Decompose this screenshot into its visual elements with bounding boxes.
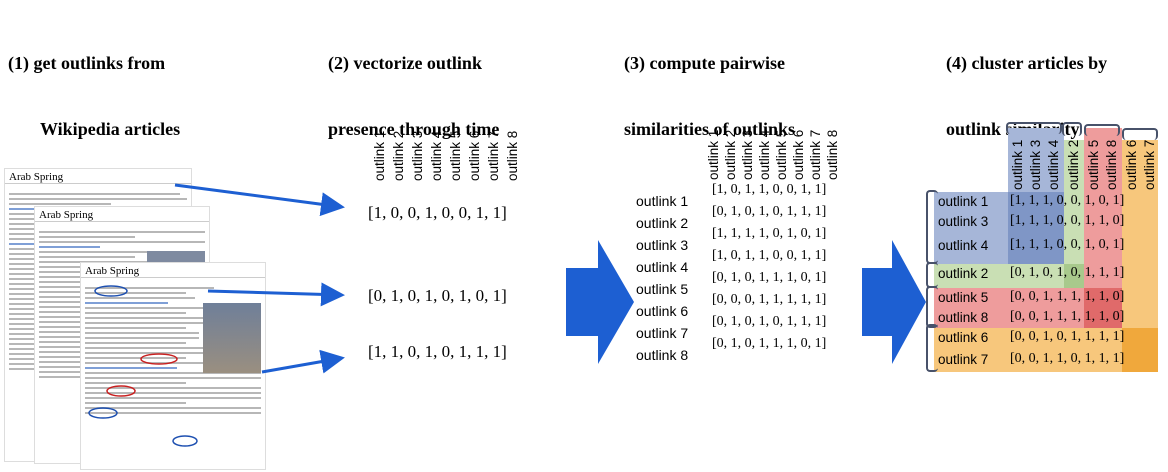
vector-header-outlink-8: outlink 8: [505, 130, 520, 181]
vector-header-outlink-4: outlink 4: [429, 130, 444, 181]
matrix-row-label: outlink 7: [636, 325, 689, 341]
arrow-1: [174, 183, 345, 217]
cluster-header-col-6: outlink 8: [1104, 139, 1119, 190]
bracket-col-blue: [1006, 122, 1062, 134]
cluster-core-orange: [1122, 328, 1158, 372]
matrix-row: [0, 1, 0, 1, 1, 1, 0, 1]: [712, 270, 827, 285]
matrix-row: [0, 1, 0, 1, 1, 1, 0, 1]: [712, 336, 827, 351]
step-1-title-line2: Wikipedia articles: [40, 119, 181, 139]
bracket-row-red: [926, 286, 938, 328]
cluster-row-orange: [934, 328, 1158, 372]
cluster-header-col-2: outlink 3: [1028, 139, 1043, 190]
wiki-article-title: Arab Spring: [81, 263, 265, 278]
matrix-row: [0, 1, 0, 1, 0, 1, 1, 1]: [712, 204, 827, 219]
bracket-row-green: [926, 262, 938, 288]
step-2-title-line1: (2) vectorize outlink: [328, 53, 482, 73]
matrix-header-outlink-2: outlink 2: [723, 129, 738, 180]
cluster-core-red: [1084, 288, 1122, 328]
article-image: [203, 303, 261, 373]
step-3-title: (3) compute pairwise similarities of out…: [624, 8, 795, 162]
cluster-row-vector: [1, 1, 1, 0, 0, 1, 0, 1]: [1010, 237, 1125, 252]
matrix-row-label: outlink 3: [636, 237, 689, 253]
step-3-title-line1: (3) compute pairwise: [624, 53, 785, 73]
vector-header-outlink-3: outlink 3: [410, 130, 425, 181]
cluster-core-blue: [1008, 192, 1064, 264]
cluster-row-vector: [0, 0, 1, 1, 1, 1, 1, 0]: [1010, 309, 1125, 324]
matrix-header-outlink-5: outlink 5: [774, 129, 789, 180]
matrix-row-label: outlink 1: [636, 193, 689, 209]
matrix-row-label: outlink 8: [636, 347, 689, 363]
step-2-title: (2) vectorize outlink presence through t…: [328, 8, 499, 162]
cluster-row-label: outlink 5: [938, 290, 989, 305]
cluster-header-col-4: outlink 2: [1066, 139, 1081, 190]
matrix-header-outlink-8: outlink 8: [825, 129, 840, 180]
cluster-row-label: outlink 4: [938, 238, 989, 253]
bracket-row-blue: [926, 190, 938, 264]
wiki-article-title: Arab Spring: [35, 207, 209, 222]
cluster-row-label: outlink 6: [938, 330, 989, 345]
step-1-title-line1: (1) get outlinks from: [8, 53, 166, 73]
cluster-row-vector: [0, 0, 1, 1, 0, 1, 1, 1]: [1010, 351, 1125, 366]
outlink-vector-2: [0, 1, 0, 1, 0, 1, 0, 1]: [368, 286, 507, 305]
cluster-header-col-3: outlink 4: [1046, 139, 1061, 190]
matrix-row-label: outlink 4: [636, 259, 689, 275]
matrix-header-outlink-4: outlink 4: [757, 129, 772, 180]
matrix-row: [0, 0, 0, 1, 1, 1, 1, 1]: [712, 292, 827, 307]
highlighted-outlinks: [88, 285, 198, 447]
cluster-header-col-7: outlink 6: [1124, 139, 1139, 190]
matrix-header-outlink-1: outlink 1: [706, 129, 721, 180]
vector-header-outlink-6: outlink 6: [467, 130, 482, 181]
step-3-title-line2: similarities of outlinks: [624, 119, 796, 139]
big-arrow-step-3-to-4: [862, 240, 926, 364]
step-2-title-line2: presence through time: [328, 119, 500, 139]
vector-header-outlink-5: outlink 5: [448, 130, 463, 181]
step-4-title-line1: (4) cluster articles by: [946, 53, 1108, 73]
wikipedia-article-snapshot-3: Arab Spring: [80, 262, 266, 470]
matrix-row: [1, 0, 1, 1, 0, 0, 1, 1]: [712, 182, 827, 197]
outlink-vector-1: [1, 0, 0, 1, 0, 0, 1, 1]: [368, 203, 507, 222]
cluster-row-vector: [1, 1, 1, 0, 0, 1, 1, 0]: [1010, 213, 1125, 228]
cluster-row-vector: [0, 0, 1, 1, 1, 1, 1, 0]: [1010, 289, 1125, 304]
cluster-row-green: [934, 264, 1084, 288]
matrix-row-label: outlink 2: [636, 215, 689, 231]
cluster-column-red: [1084, 128, 1122, 318]
cluster-column-green: [1064, 140, 1084, 288]
bracket-col-green: [1062, 122, 1082, 136]
vector-header-outlink-2: outlink 2: [391, 130, 406, 181]
cluster-row-vector: [0, 0, 1, 0, 1, 1, 1, 1]: [1010, 329, 1125, 344]
cluster-row-label: outlink 8: [938, 310, 989, 325]
arrow-3: [261, 349, 345, 374]
matrix-header-outlink-6: outlink 6: [791, 129, 806, 180]
matrix-row: [1, 1, 1, 1, 0, 1, 0, 1]: [712, 226, 827, 241]
big-arrow-step-2-to-3: [566, 240, 634, 364]
bracket-row-orange: [926, 324, 938, 372]
matrix-row-label: outlink 5: [636, 281, 689, 297]
cluster-row-label: outlink 7: [938, 352, 989, 367]
step-1-title: (1) get outlinks from Wikipedia articles: [8, 8, 180, 162]
vector-header-outlink-1: outlink 1: [372, 130, 387, 181]
matrix-row: [0, 1, 0, 1, 0, 1, 1, 1]: [712, 314, 827, 329]
matrix-row: [1, 0, 1, 1, 0, 0, 1, 1]: [712, 248, 827, 263]
cluster-row-vector: [1, 1, 1, 0, 0, 1, 0, 1]: [1010, 193, 1125, 208]
cluster-header-col-5: outlink 5: [1086, 139, 1101, 190]
matrix-header-outlink-3: outlink 3: [740, 129, 755, 180]
cluster-row-label: outlink 2: [938, 266, 989, 281]
cluster-column-orange: [1122, 140, 1158, 354]
bracket-col-orange: [1122, 128, 1158, 140]
outlink-vector-3: [1, 1, 0, 1, 0, 1, 1, 1]: [368, 342, 507, 361]
cluster-row-label: outlink 1: [938, 194, 989, 209]
bracket-col-red: [1084, 124, 1120, 136]
cluster-header-col-1: outlink 1: [1010, 139, 1025, 190]
cluster-row-vector: [0, 1, 0, 1, 0, 1, 1, 1]: [1010, 265, 1125, 280]
cluster-row-label: outlink 3: [938, 214, 989, 229]
wiki-article-title: Arab Spring: [5, 169, 191, 184]
vector-header-outlink-7: outlink 7: [486, 130, 501, 181]
matrix-row-label: outlink 6: [636, 303, 689, 319]
cluster-core-green: [1064, 264, 1084, 288]
matrix-header-outlink-7: outlink 7: [808, 129, 823, 180]
cluster-header-col-8: outlink 7: [1142, 139, 1157, 190]
